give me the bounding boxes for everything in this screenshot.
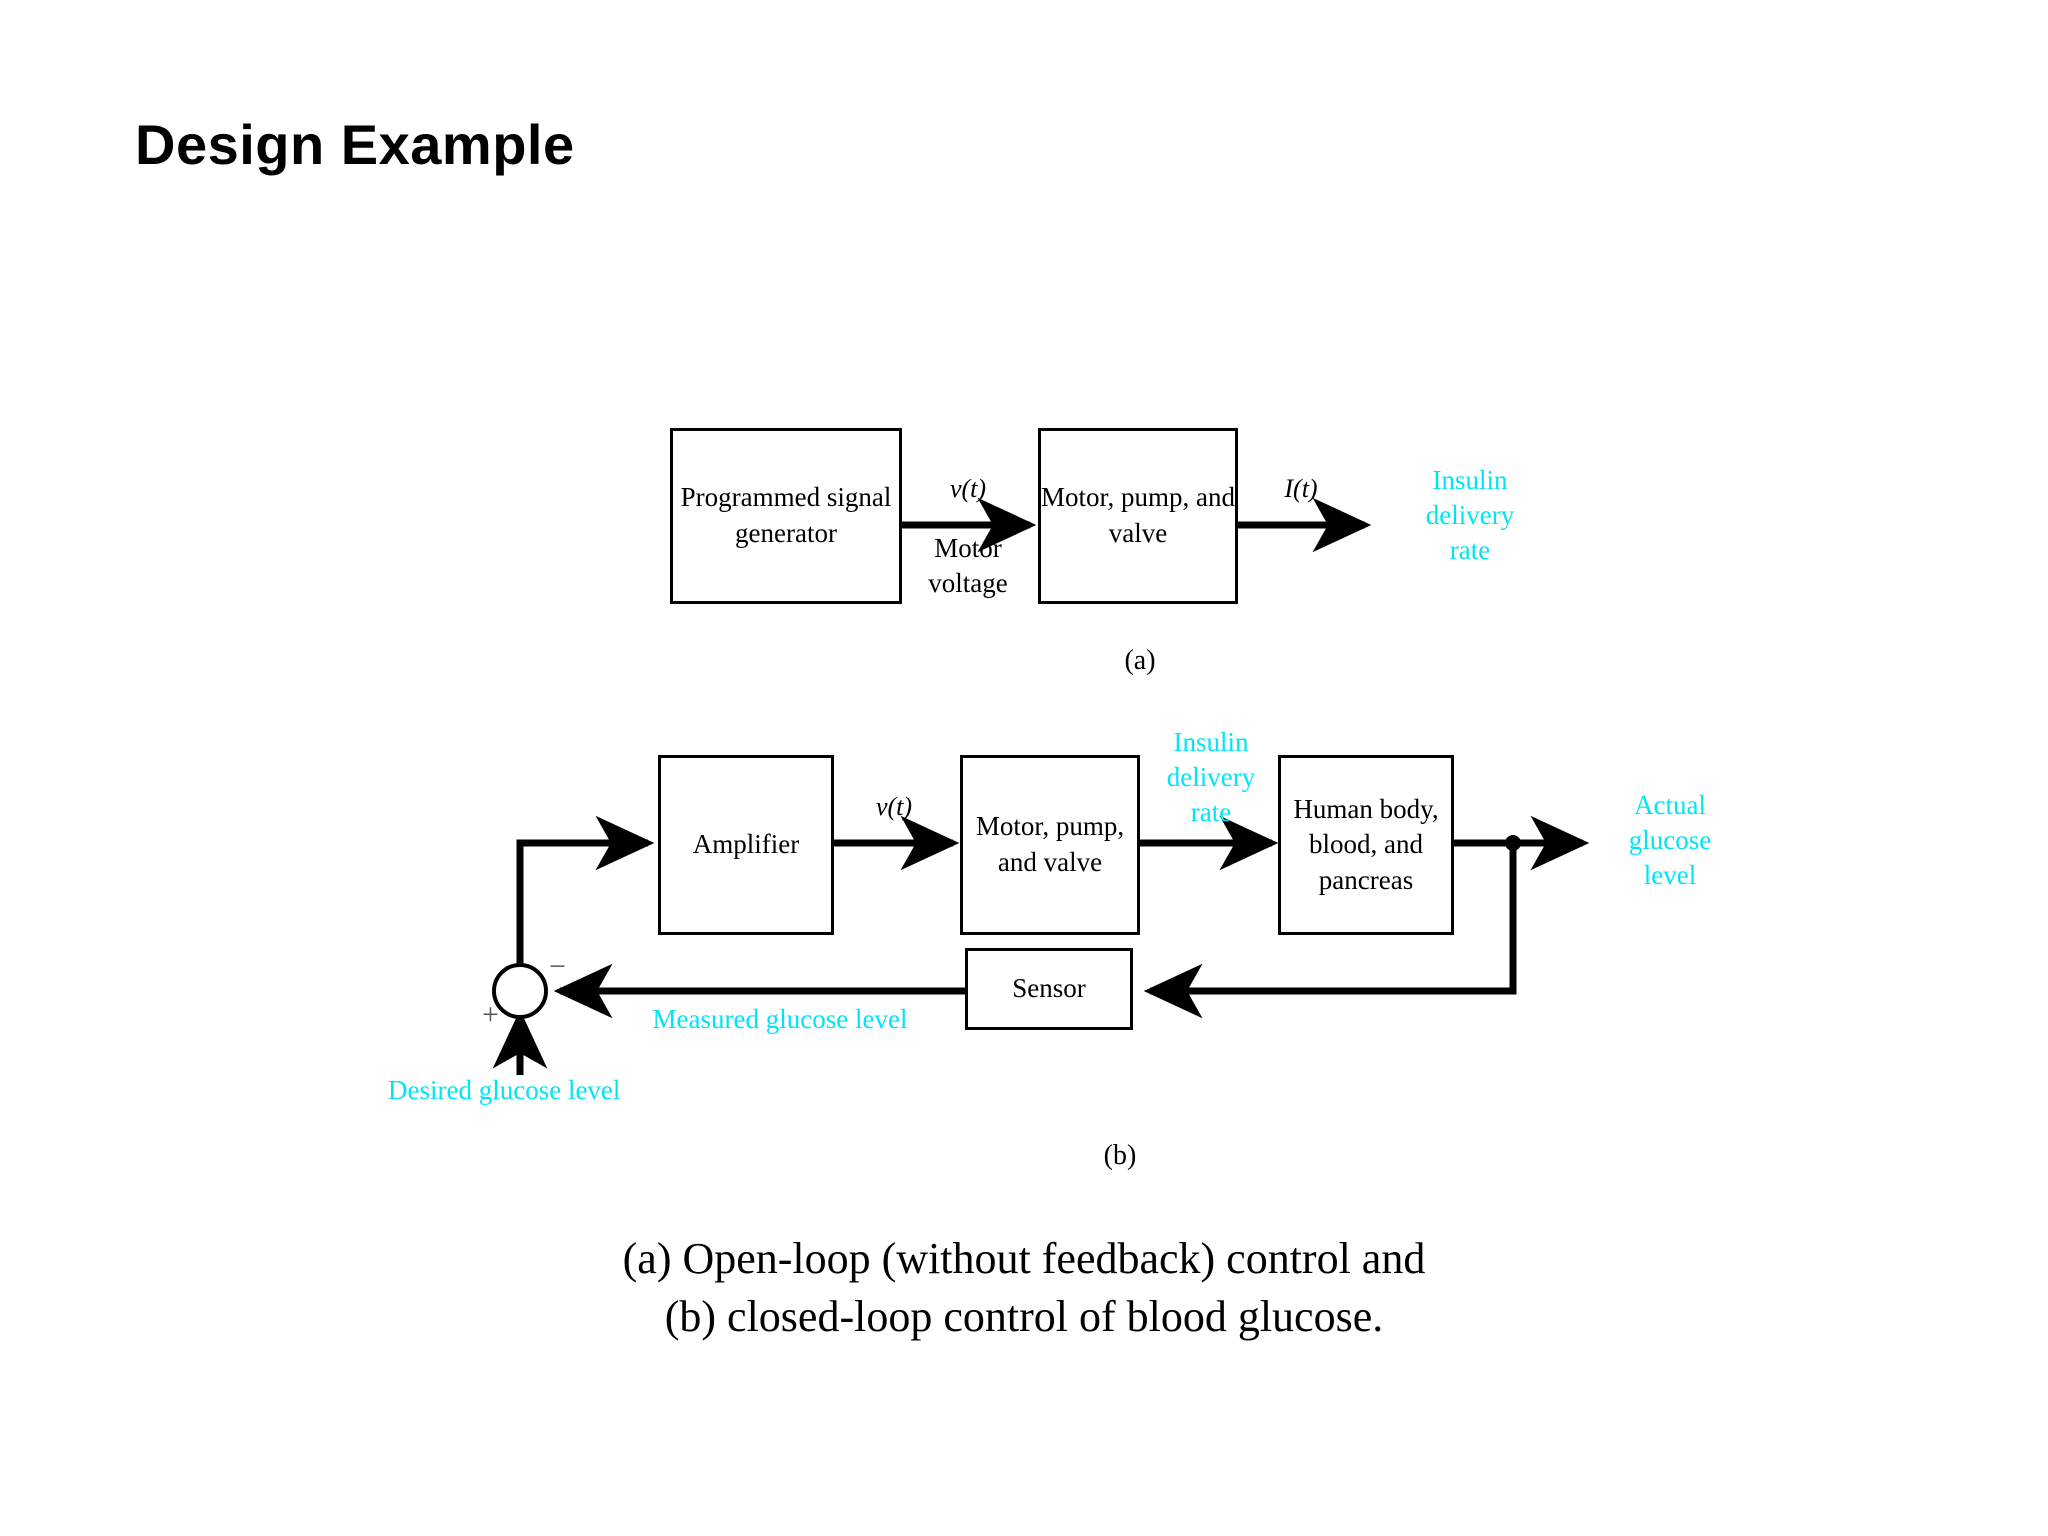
subfigure-tag-b: (b) [1103, 1140, 1137, 1171]
label-desired-glucose-level: Desired glucose level [388, 1075, 621, 1105]
arrow-body-to-actual-output [1454, 815, 1590, 871]
label-actual-glucose-level: Actual glucose level [1628, 790, 1712, 891]
block-human-body-blood-pancreas: Human body, blood, and pancreas [1278, 755, 1454, 935]
label-insulin-delivery-rate-open-loop: Insulin delivery rate [1425, 465, 1515, 566]
summing-junction-minus-sign: − [549, 950, 566, 983]
label-motor-voltage: Motor voltage [928, 533, 1008, 599]
label-v-of-t-closed-loop: v(t) [875, 792, 913, 821]
page-title: Design Example [135, 113, 575, 176]
label-insulin-delivery-rate-closed-loop: Insulin delivery rate [1166, 727, 1256, 828]
summing-junction-plus-sign: + [482, 998, 499, 1031]
arrow-feedback-to-sensor [1143, 843, 1517, 1019]
block-motor-pump-valve-closed-loop: Motor, pump, and valve [960, 755, 1140, 935]
summing-junction [492, 963, 548, 1019]
label-measured-glucose-level: Measured glucose level [652, 1004, 908, 1034]
label-i-of-t: I(t) [1284, 474, 1318, 503]
arrow-junction-to-amplifier [516, 815, 655, 966]
block-programmed-signal-generator: Programmed signal generator [670, 428, 902, 604]
block-sensor: Sensor [965, 948, 1133, 1030]
block-motor-pump-valve-open-loop: Motor, pump, and valve [1038, 428, 1238, 604]
block-amplifier: Amplifier [658, 755, 834, 935]
label-v-of-t-open-loop: v(t) [949, 474, 987, 503]
subfigure-tag-a: (a) [1124, 645, 1156, 676]
figure-caption: (a) Open-loop (without feedback) control… [622, 1234, 1426, 1342]
